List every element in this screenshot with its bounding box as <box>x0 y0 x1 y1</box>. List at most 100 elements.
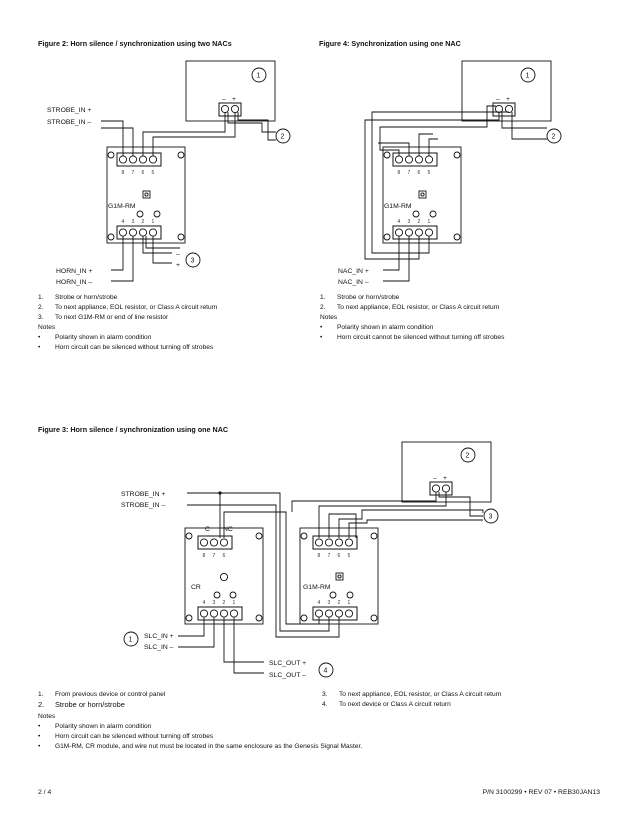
part-number: P/N 3100299 • REV 07 • REB30JAN13 <box>482 789 600 796</box>
note-item: •Polarity shown in alarm condition <box>38 334 152 341</box>
fig2-terminal-label: 2 <box>142 219 145 225</box>
fig2-terminal-label: 7 <box>132 170 135 176</box>
note-item: 1.Strobe or horn/strobe <box>320 294 400 301</box>
fig3-notes-bottom: Notes •Polarity shown in alarm condition… <box>38 712 362 752</box>
fig3-terminal-label: 4 <box>203 600 206 606</box>
fig3-wire <box>318 492 447 538</box>
fig4-terminal-5 <box>424 155 434 164</box>
fig2-strobe-in-plus: STROBE_IN + <box>47 107 91 114</box>
fig3-terminal-5 <box>344 538 354 547</box>
fig3-strobe-in-minus: STROBE_IN – <box>121 502 165 509</box>
fig3-mount-hole <box>370 532 378 540</box>
fig3-terminal-label: 1 <box>348 600 351 606</box>
note-heading: Notes <box>320 314 338 321</box>
fig3-callout-2 <box>460 447 476 463</box>
fig3-terminal-label: 7 <box>213 553 216 559</box>
fig4-switch <box>412 210 420 218</box>
fig3-terminal-label: 4 <box>318 600 321 606</box>
fig2-wire <box>152 236 172 264</box>
fig3-diagram: 2 – + 3 C NC 8 7 6 CR 4 3 2 1 <box>121 441 499 679</box>
fig4-terminal-8 <box>394 155 404 164</box>
note-item: •Horn circuit can be silenced without tu… <box>38 733 214 740</box>
fig3-terminal-label: 8 <box>318 553 321 559</box>
fig2-horn-out-plus: + <box>176 262 180 269</box>
fig2-terminal-3 <box>128 228 138 237</box>
fig2-terminal-4 <box>118 228 128 237</box>
fig4-wire <box>511 112 547 140</box>
fig2-switch <box>153 210 161 218</box>
fig2-terminal-5 <box>148 155 158 164</box>
fig4-switch <box>429 210 437 218</box>
fig3-wire <box>338 509 484 538</box>
fig4-wire <box>428 138 438 156</box>
note-heading: Notes <box>38 324 56 331</box>
fig4-wire <box>379 105 496 156</box>
fig3-title: Figure 3: Horn silence / synchronization… <box>38 425 229 434</box>
fig4-mount-hole <box>383 151 391 159</box>
fig4-diagram: 1 – + 2 8 7 6 5 G1M-RM 4 3 2 1 <box>338 60 562 286</box>
fig2-callout-3-label: 3 <box>191 258 195 265</box>
fig2-wire <box>101 120 124 156</box>
fig3-cr-terminal-1 <box>229 609 239 618</box>
fig2-wire <box>111 236 124 271</box>
note-item: •Horn circuit can be silenced without tu… <box>38 344 214 351</box>
fig3-switch <box>329 591 337 599</box>
fig3-wire <box>348 519 483 538</box>
note-item: •Polarity shown in alarm condition <box>320 324 434 331</box>
fig2-wire <box>237 112 276 141</box>
fig2-appliance-minus: – <box>222 96 226 103</box>
fig2-terminal-label: 3 <box>132 219 135 225</box>
fig3-callout-4-label: 4 <box>324 668 328 675</box>
fig3-slc-out-minus: SLC_OUT – <box>269 672 306 679</box>
fig4-appliance-plus: + <box>506 96 510 103</box>
fig4-terminal-label: 4 <box>398 219 401 225</box>
fig3-terminal-label: 5 <box>348 553 351 559</box>
fig2-horn-in-plus: HORN_IN + <box>56 268 92 275</box>
fig3-appliance-terminal <box>441 484 451 493</box>
fig4-led-dot <box>420 192 425 197</box>
fig3-cr-switch <box>229 591 237 599</box>
fig2-terminal-label: 1 <box>152 219 155 225</box>
fig4-nac-in-plus: NAC_IN + <box>338 268 369 275</box>
fig3-terminal-label: 6 <box>338 553 341 559</box>
fig4-module-label: G1M-RM <box>384 203 412 210</box>
fig2-wire <box>142 236 172 254</box>
fig3-cr-switch <box>213 591 221 599</box>
fig3-callout-1-label: 1 <box>129 637 133 644</box>
fig3-terminal-label: 3 <box>213 600 216 606</box>
note-item: 2.To next appliance, EOL resistor, or Cl… <box>38 304 218 311</box>
fig2-terminal-6 <box>138 155 148 164</box>
fig4-callout-2 <box>546 128 562 144</box>
fig3-mount-hole <box>300 614 308 622</box>
fig3-c-label: C <box>205 526 210 533</box>
fig3-notes-right: 3.To next appliance, EOL resistor, or Cl… <box>322 690 501 710</box>
fig2-mount-hole <box>107 151 115 159</box>
fig2-terminal-label: 5 <box>152 170 155 176</box>
fig4-appliance-terminal <box>494 104 504 114</box>
fig3-mount-hole <box>300 532 308 540</box>
fig3-appliance-plus: + <box>443 475 447 482</box>
fig2-appliance-plus: + <box>232 96 236 103</box>
note-item: •G1M-RM, CR module, and wire nut must be… <box>38 743 363 750</box>
fig2-callout-3 <box>185 252 201 268</box>
fig3-nc-label: NC <box>223 526 233 533</box>
fig3-cr-terminal-8 <box>199 538 209 547</box>
fig2-mount-hole <box>107 233 115 241</box>
fig2-mount-hole <box>177 151 185 159</box>
fig2-terminal-7 <box>128 155 138 164</box>
fig3-wire <box>178 617 215 648</box>
fig4-terminal-7 <box>404 155 414 164</box>
note-item: 1.Strobe or horn/strobe <box>38 294 118 301</box>
fig3-mount-hole <box>370 614 378 622</box>
fig4-terminal-4 <box>394 228 404 237</box>
fig2-wire <box>111 236 134 282</box>
fig3-callout-1 <box>123 631 139 647</box>
fig2-callout-2-label: 2 <box>281 134 285 141</box>
fig3-terminal-label: 3 <box>328 600 331 606</box>
fig3-wire <box>233 617 264 674</box>
fig4-appliance-minus: – <box>496 96 500 103</box>
fig3-wire <box>223 617 264 663</box>
fig3-wire <box>291 492 437 512</box>
fig2-terminal-2 <box>138 228 148 237</box>
fig3-wire <box>220 492 330 632</box>
